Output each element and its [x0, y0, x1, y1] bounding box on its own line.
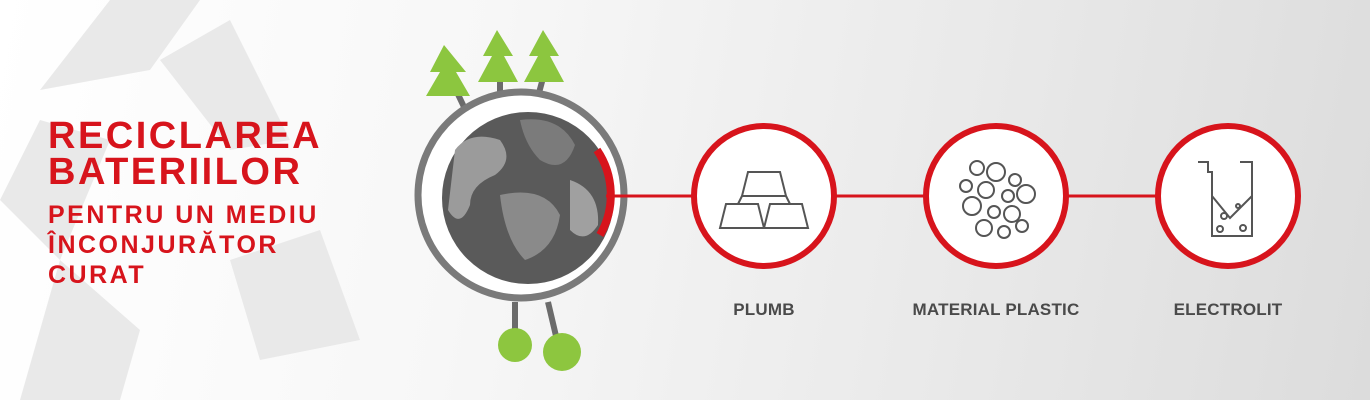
- step-circle-plastic: [923, 123, 1069, 269]
- electrolyte-beaker-icon: [1198, 161, 1253, 237]
- subheadline: PENTRU UN MEDIU ÎNCONJURĂTOR CURAT: [48, 200, 322, 290]
- subheadline-line-3: CURAT: [48, 261, 147, 289]
- step-label-plumb: PLUMB: [733, 300, 795, 319]
- step-label-plastic: MATERIAL PLASTIC: [912, 300, 1080, 319]
- step-circle-electrolit: [1155, 123, 1301, 269]
- green-ball-left: [498, 328, 532, 362]
- plastic-granules-icon: [959, 160, 1036, 239]
- lead-ingots-icon: [718, 171, 810, 229]
- recycle-watermark-icon: [0, 0, 360, 400]
- step-label-electrolit: ELECTROLIT: [1173, 300, 1283, 319]
- headline-block: RECICLAREA BATERIILOR PENTRU UN MEDIU ÎN…: [48, 115, 323, 290]
- globe-icon: [414, 88, 628, 302]
- green-ball-right: [543, 333, 581, 371]
- subheadline-line-1: PENTRU UN MEDIU: [48, 201, 319, 229]
- headline-line-1: RECICLAREA: [48, 115, 323, 157]
- globe-legs: [498, 301, 581, 371]
- subheadline-line-2: ÎNCONJURĂTOR: [48, 231, 279, 259]
- headline-line-2: BATERIILOR: [48, 151, 303, 193]
